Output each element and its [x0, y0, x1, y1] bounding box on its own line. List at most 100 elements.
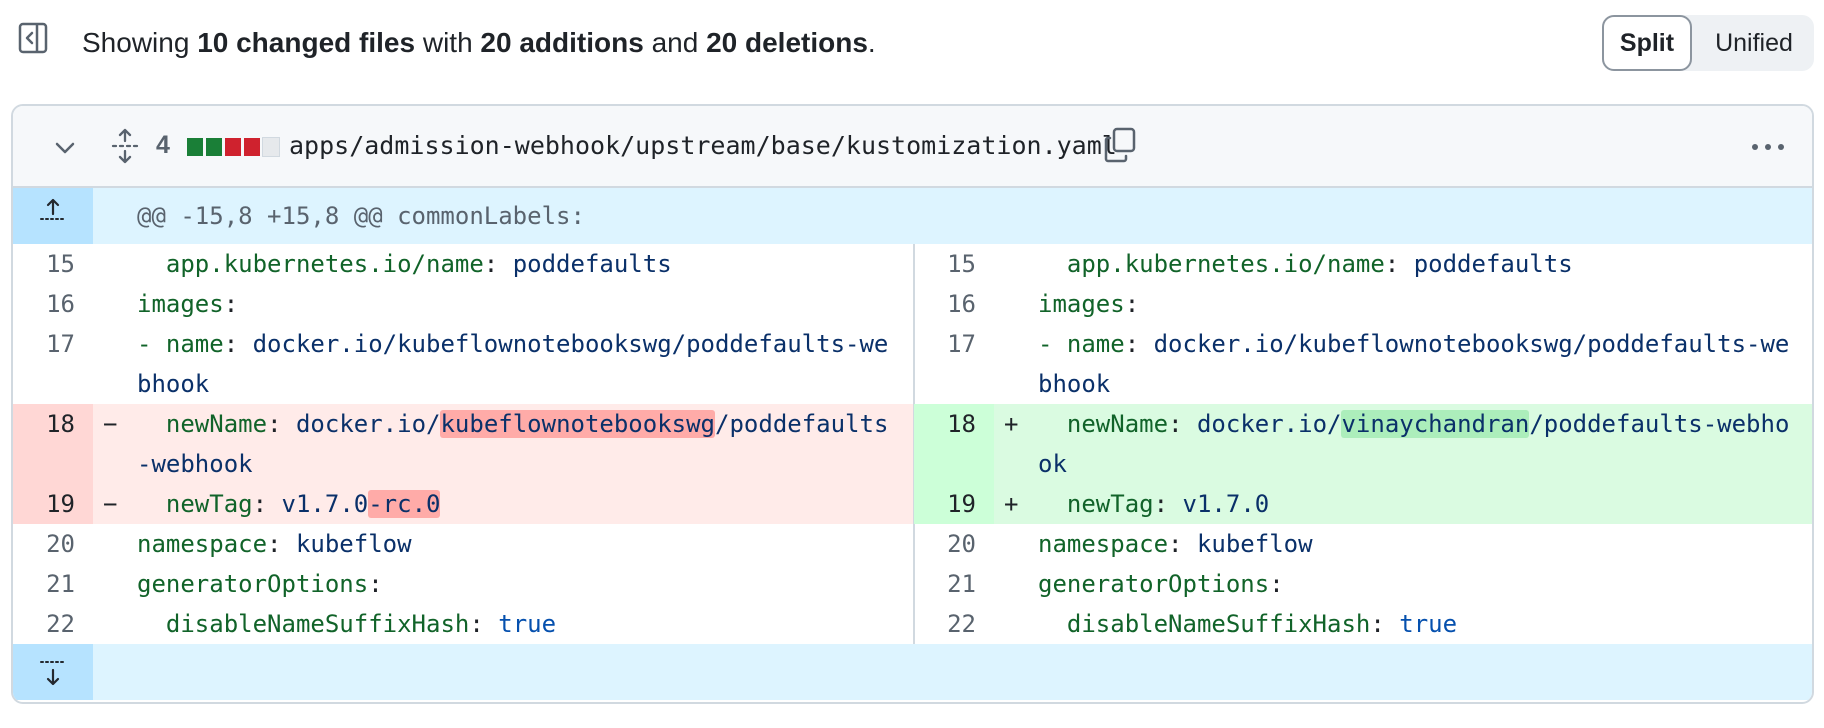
- file-path-link[interactable]: apps/admission-webhook/upstream/base/kus…: [289, 131, 1117, 160]
- line-number[interactable]: 20: [46, 530, 75, 558]
- diff-right-side: 15 app.kubernetes.io/name: poddefaults 16…: [914, 244, 1812, 644]
- yaml-key: namespace: [137, 530, 268, 558]
- diff-body: @@ -15,8 +15,8 @@ commonLabels: 15 app.k…: [13, 188, 1812, 700]
- unified-view-button[interactable]: Unified: [1715, 29, 1793, 57]
- yaml-separator: :: [267, 410, 296, 438]
- copy-path-button[interactable]: [1103, 126, 1137, 164]
- line-number[interactable]: 19: [914, 484, 994, 524]
- hunk-header: @@ -15,8 +15,8 @@ commonLabels:: [13, 188, 1812, 244]
- diff-toolbar: Showing 10 changed files with 20 additio…: [0, 0, 1824, 90]
- file-tree-toggle-button[interactable]: [18, 22, 48, 54]
- yaml-separator: :: [483, 250, 513, 278]
- line-number[interactable]: 22: [46, 610, 75, 638]
- collapse-file-button[interactable]: [51, 134, 79, 162]
- yaml-value: true: [1399, 610, 1458, 638]
- line-number[interactable]: 20: [947, 530, 976, 558]
- line-number[interactable]: 17: [46, 330, 75, 358]
- diff-line: 21 generatorOptions:: [914, 564, 1812, 604]
- summary-deletions-count: 20 deletions: [706, 27, 868, 58]
- line-number[interactable]: 22: [947, 610, 976, 638]
- yaml-value: docker.io/kubeflownotebookswg/poddefault…: [1038, 330, 1790, 398]
- yaml-key: disableNameSuffixHash: [165, 610, 470, 638]
- yaml-key: images: [137, 290, 224, 318]
- yaml-key: newTag: [165, 490, 253, 518]
- diff-summary: Showing 10 changed files with 20 additio…: [82, 26, 876, 60]
- yaml-value: poddefaults: [512, 250, 672, 278]
- diff-line-addition: 19 + newTag: v1.7.0: [914, 484, 1812, 524]
- yaml-value: /poddefaults-webhook: [1038, 410, 1790, 478]
- yaml-value: poddefaults: [1413, 250, 1573, 278]
- diffstat-square: [225, 138, 241, 156]
- line-number[interactable]: 21: [46, 570, 75, 598]
- yaml-key: images: [1038, 290, 1125, 318]
- code-text: newName: docker.io/vinaychandran/poddefa…: [1038, 404, 1800, 484]
- expand-up-button[interactable]: [13, 188, 93, 244]
- diff-line: 17 - name: docker.io/kubeflownotebookswg/…: [914, 324, 1812, 404]
- diffstat-square: [206, 138, 222, 156]
- copy-icon: [1104, 127, 1136, 163]
- line-number[interactable]: 15: [46, 250, 75, 278]
- hunk-header-text: @@ -15,8 +15,8 @@ commonLabels:: [137, 202, 585, 230]
- diff-line: 20 namespace: kubeflow: [914, 524, 1812, 564]
- line-number[interactable]: 18: [914, 404, 994, 484]
- yaml-separator: :: [1153, 490, 1183, 518]
- yaml-value: docker.io/kubeflownotebookswg/poddefault…: [137, 330, 889, 398]
- chevron-down-icon: [55, 142, 75, 154]
- split-view-button[interactable]: Split: [1602, 15, 1692, 71]
- hunk-footer: [13, 644, 1812, 700]
- line-number[interactable]: 18: [13, 404, 93, 484]
- diffstat-square: [244, 138, 260, 156]
- code-text: namespace: kubeflow: [1038, 524, 1800, 564]
- line-number[interactable]: 16: [947, 290, 976, 318]
- yaml-value: docker.io/: [1196, 410, 1342, 438]
- file-options-button[interactable]: [1748, 132, 1788, 162]
- summary-text: Showing: [82, 27, 198, 58]
- yaml-separator: :: [1370, 610, 1400, 638]
- yaml-separator: :: [267, 530, 296, 558]
- file-header: 4 apps/admission-webhook/upstream/base/k…: [13, 106, 1812, 188]
- code-text: disableNameSuffixHash: true: [137, 604, 899, 644]
- diffstat-bar: [187, 137, 280, 157]
- yaml-key: generatorOptions: [1038, 570, 1270, 598]
- line-number[interactable]: 21: [947, 570, 976, 598]
- yaml-key: newName: [1066, 410, 1169, 438]
- line-number[interactable]: 17: [947, 330, 976, 358]
- yaml-separator: :: [252, 490, 282, 518]
- yaml-value: v1.7.0: [281, 490, 369, 518]
- code-indent: [137, 490, 166, 518]
- diffstat-square: [262, 137, 280, 157]
- expand-down-button[interactable]: [13, 644, 93, 700]
- code-text: disableNameSuffixHash: true: [1038, 604, 1800, 644]
- yaml-value: kubeflow: [1196, 530, 1313, 558]
- code-text: app.kubernetes.io/name: poddefaults: [137, 244, 899, 284]
- yaml-key: newTag: [1066, 490, 1154, 518]
- addition-marker: +: [1004, 410, 1019, 438]
- deletion-marker: −: [103, 490, 118, 518]
- code-text: - name: docker.io/kubeflownotebookswg/po…: [1038, 324, 1800, 404]
- line-number[interactable]: 19: [13, 484, 93, 524]
- code-text: app.kubernetes.io/name: poddefaults: [1038, 244, 1800, 284]
- fold-down-icon: [40, 661, 64, 686]
- diff-line-addition: 18 + newName: docker.io/vinaychandran/pod…: [914, 404, 1812, 484]
- yaml-separator: :: [1384, 250, 1414, 278]
- yaml-key: app.kubernetes.io/name: [165, 250, 484, 278]
- code-indent: [137, 410, 166, 438]
- line-number[interactable]: 16: [46, 290, 75, 318]
- diff-line: 17- name: docker.io/kubeflownotebookswg/…: [13, 324, 913, 404]
- code-text: newName: docker.io/kubeflownotebookswg/p…: [137, 404, 899, 484]
- summary-text: .: [867, 27, 876, 58]
- line-number[interactable]: 15: [947, 250, 976, 278]
- yaml-value: kubeflow: [295, 530, 412, 558]
- sidebar-collapse-icon: [18, 22, 48, 54]
- code-text: newTag: v1.7.0: [1038, 484, 1800, 524]
- code-indent: [1038, 250, 1067, 278]
- file-changes-count: 4: [156, 131, 170, 159]
- addition-marker: +: [1004, 490, 1019, 518]
- expand-all-lines-button[interactable]: [110, 128, 140, 164]
- split-diff-rows: 15 app.kubernetes.io/name: poddefaults 16…: [13, 244, 1812, 644]
- yaml-separator: :: [1269, 570, 1284, 598]
- summary-text: and: [643, 27, 707, 58]
- code-indent: [1038, 610, 1067, 638]
- diffstat-square: [187, 138, 203, 156]
- yaml-separator: :: [1124, 330, 1154, 358]
